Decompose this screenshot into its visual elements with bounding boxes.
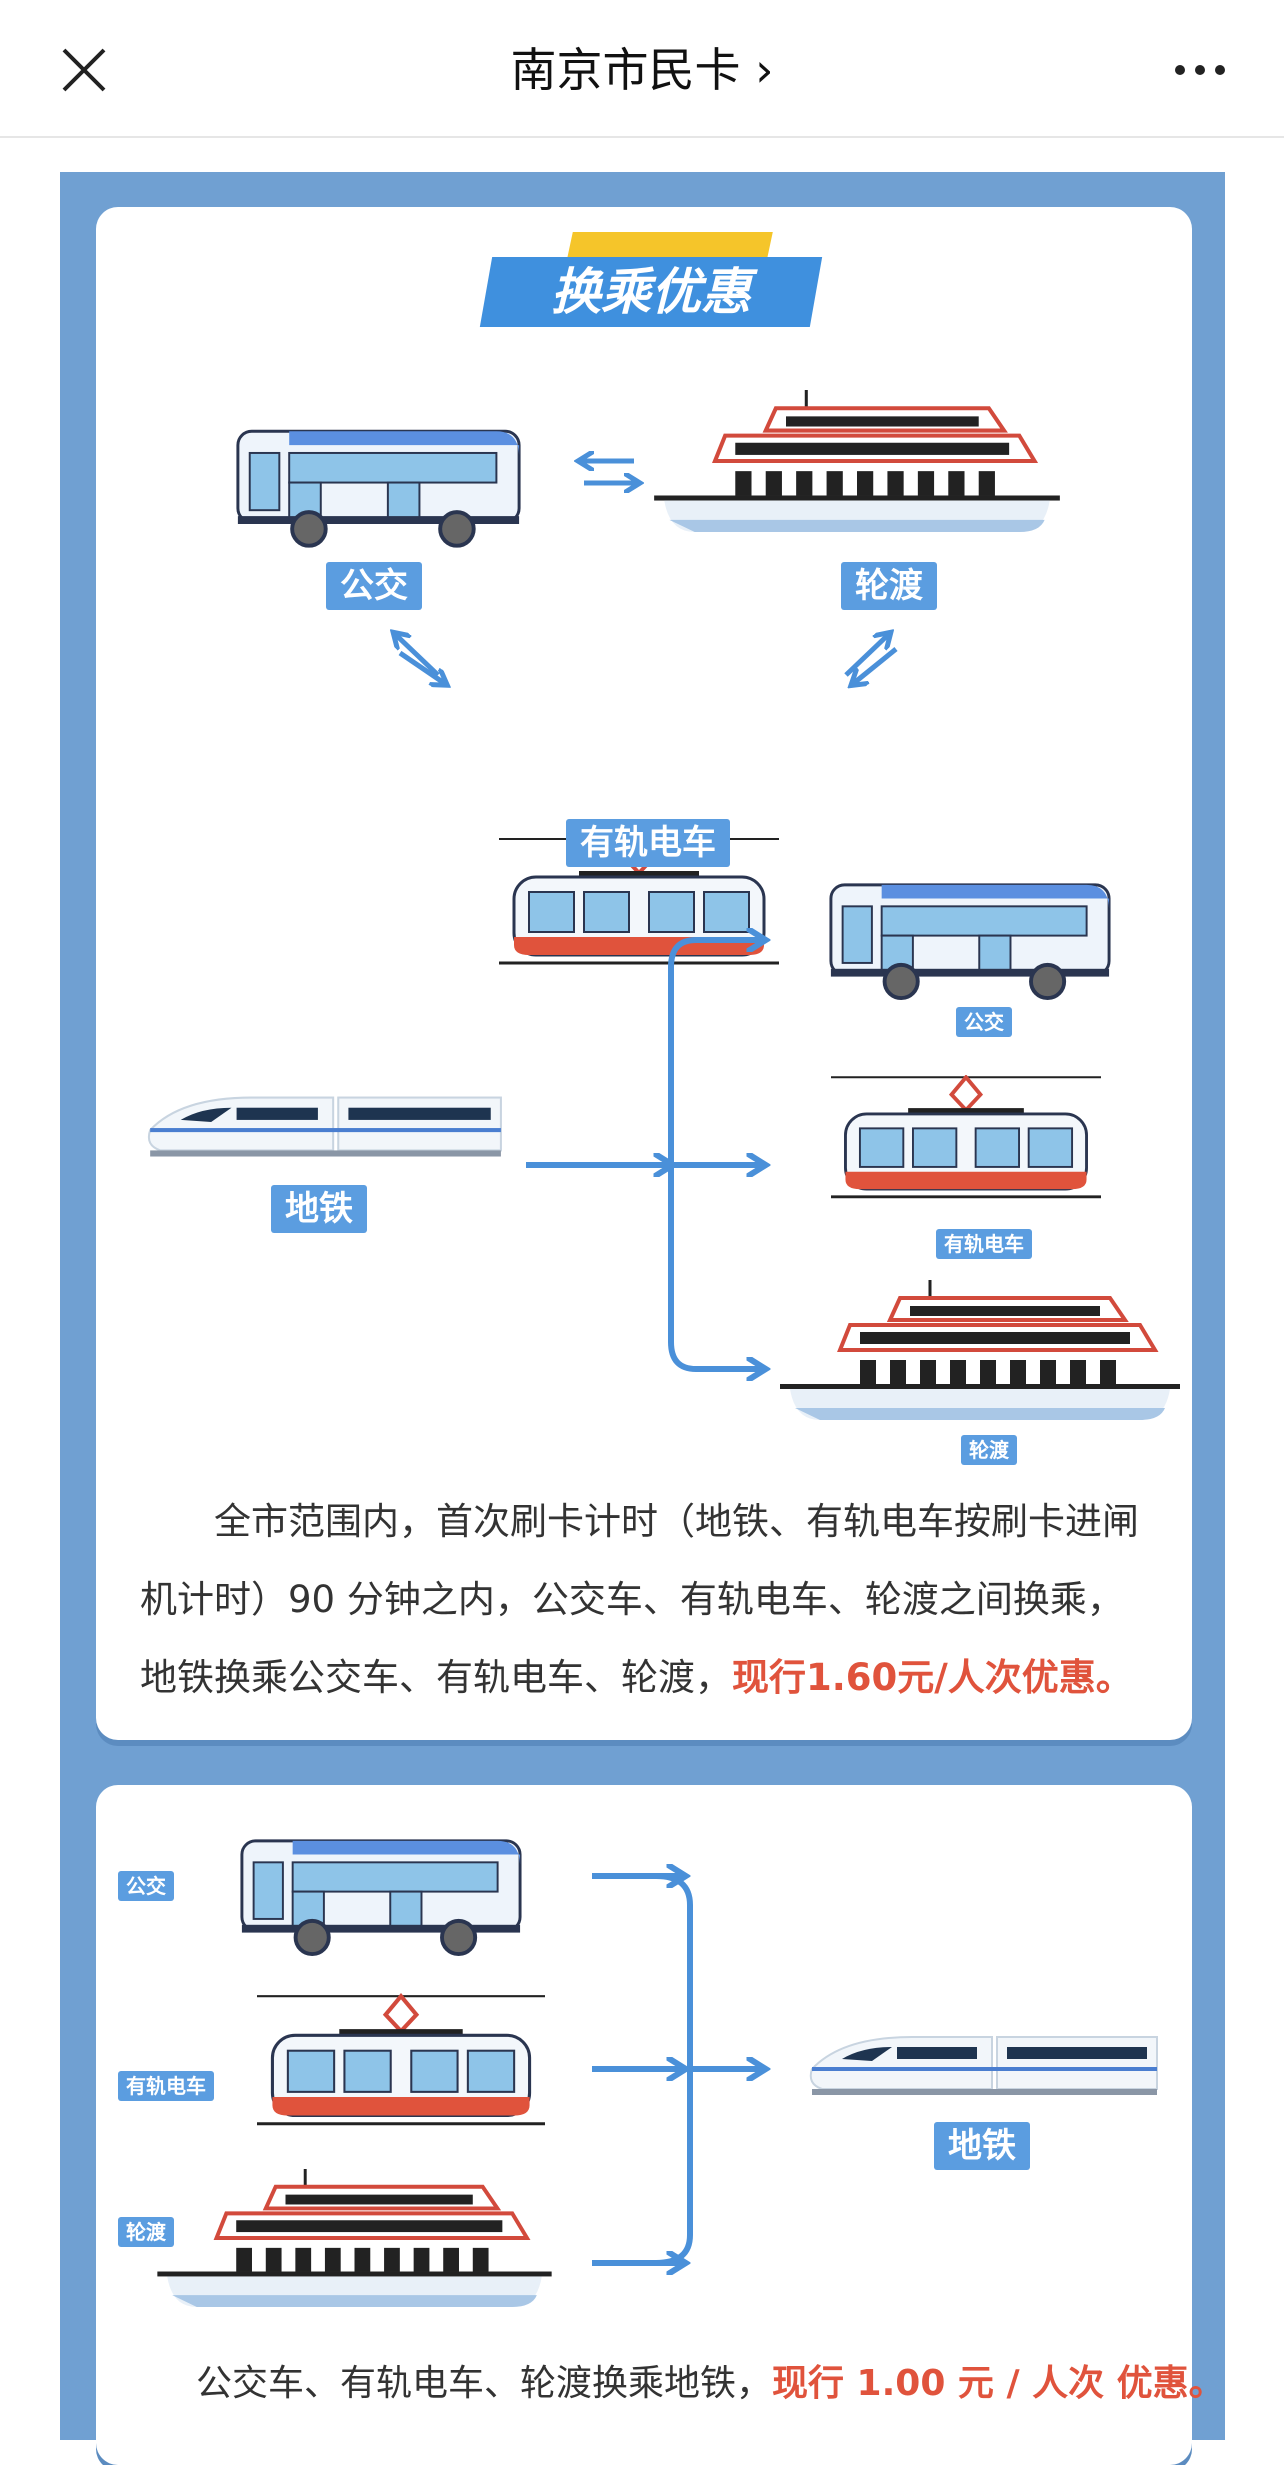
ferry-illustration xyxy=(780,1280,1180,1420)
description-text: 全市范围内，首次刷卡计时（地铁、有轨电车按刷卡进闸机计时）90 分钟之内，公交车… xyxy=(140,1500,1139,1699)
label-ferry-small: 轮渡 xyxy=(118,2217,174,2247)
label-ferry-small: 轮渡 xyxy=(961,1435,1017,1465)
tram-illustration xyxy=(257,1993,545,2129)
bus-illustration xyxy=(230,425,526,549)
label-tram-small: 有轨电车 xyxy=(118,2071,214,2101)
close-icon[interactable] xyxy=(58,44,110,96)
top-bar: 南京市民卡 › xyxy=(0,0,1284,138)
bus-illustration xyxy=(234,1835,527,1957)
metro-illustration xyxy=(140,1089,506,1161)
description-text: 公交车、有轨电车、轮渡换乘地铁， xyxy=(196,2363,773,2404)
banner-title: 换乘优惠 xyxy=(551,263,751,321)
chevron-right-icon: › xyxy=(755,43,774,97)
title-text: 南京市民卡 xyxy=(510,43,741,97)
metro-illustration xyxy=(802,2029,1162,2099)
more-icon[interactable] xyxy=(1170,50,1230,90)
label-metro: 地铁 xyxy=(934,2122,1030,2170)
description-2: 公交车、有轨电车、轮渡换乘地铁，现行 1.00 元 / 人次 优惠。 xyxy=(196,2345,1225,2423)
ferry-illustration xyxy=(654,390,1060,532)
label-tram: 有轨电车 xyxy=(566,819,730,867)
label-bus-small: 公交 xyxy=(956,1007,1012,1037)
infographic-panel: 换乘优惠 公交 轮渡 有轨电车 地铁 公交 有轨电车 轮渡 全市范围内，首次刷卡… xyxy=(60,172,1225,2465)
bus-illustration xyxy=(823,879,1116,1001)
label-tram-small: 有轨电车 xyxy=(936,1229,1032,1259)
tram-illustration xyxy=(831,1075,1101,1201)
description-1: 全市范围内，首次刷卡计时（地铁、有轨电车按刷卡进闸机计时）90 分钟之内，公交车… xyxy=(140,1483,1160,1717)
banner: 换乘优惠 xyxy=(479,232,823,342)
bidirectional-arrow-icon xyxy=(574,447,644,497)
discount-highlight: 现行1.60元/人次优惠。 xyxy=(732,1656,1133,1699)
transfer-card-1: 换乘优惠 公交 轮渡 有轨电车 地铁 公交 有轨电车 轮渡 全市范围内，首次刷卡… xyxy=(96,207,1192,1740)
discount-highlight: 现行 1.00 元 / 人次 优惠。 xyxy=(772,2363,1225,2404)
bidirectional-arrow-icon xyxy=(386,625,456,685)
ferry-illustration xyxy=(156,2169,553,2307)
label-metro: 地铁 xyxy=(271,1185,367,1233)
label-bus: 公交 xyxy=(326,562,422,610)
label-ferry: 轮渡 xyxy=(841,562,937,610)
page-title[interactable]: 南京市民卡 › xyxy=(0,38,1284,102)
transfer-card-2: 公交 有轨电车 轮渡 地铁 公交车、有轨电车、轮渡换乘地铁，现行 1.00 元 … xyxy=(96,1785,1225,2465)
label-bus-small: 公交 xyxy=(118,1871,174,1901)
bidirectional-arrow-icon xyxy=(844,625,898,685)
